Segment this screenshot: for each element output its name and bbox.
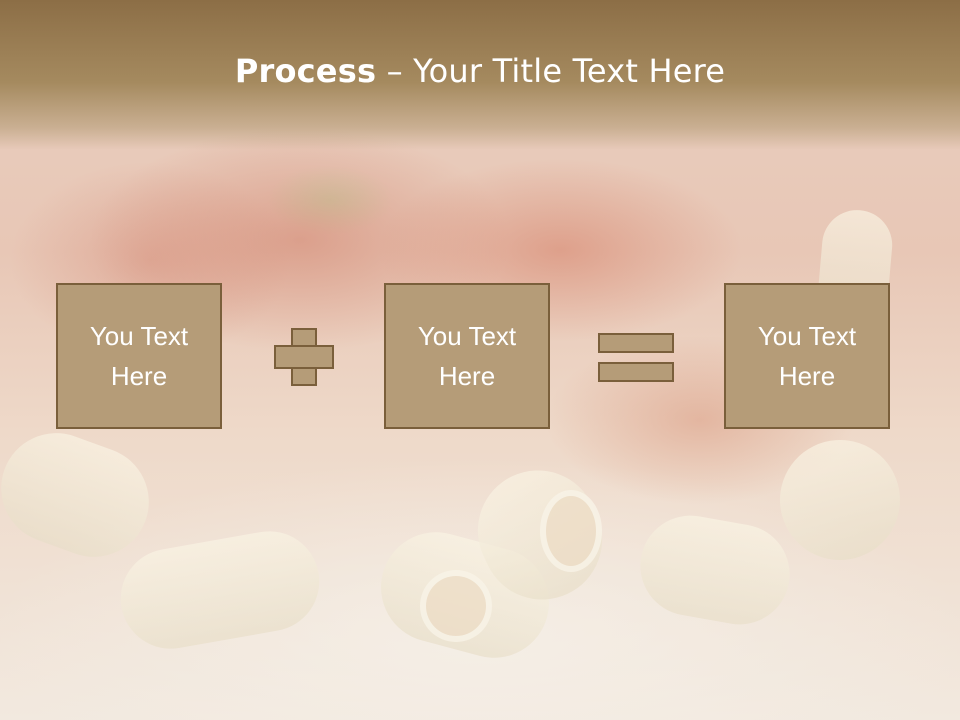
process-box-1: You Text Here [56,283,222,429]
pasta-decoration [766,426,914,574]
equals-top-bar [598,333,674,353]
pasta-decoration [540,490,602,572]
process-box-2: You Text Here [384,283,550,429]
slide-title-bold: Process [234,52,377,90]
pasta-decoration [0,417,165,573]
process-box-3: You Text Here [724,283,890,429]
plus-center [293,347,315,367]
title-bar: Process – Your Title Text Here [0,0,960,150]
slide-title: Process – Your Title Text Here [0,52,960,90]
pasta-decoration [112,523,328,657]
slide-title-rest: – Your Title Text Here [376,52,726,90]
equals-bottom-bar [598,362,674,382]
pasta-decoration [420,570,492,642]
pasta-decoration [632,507,798,633]
